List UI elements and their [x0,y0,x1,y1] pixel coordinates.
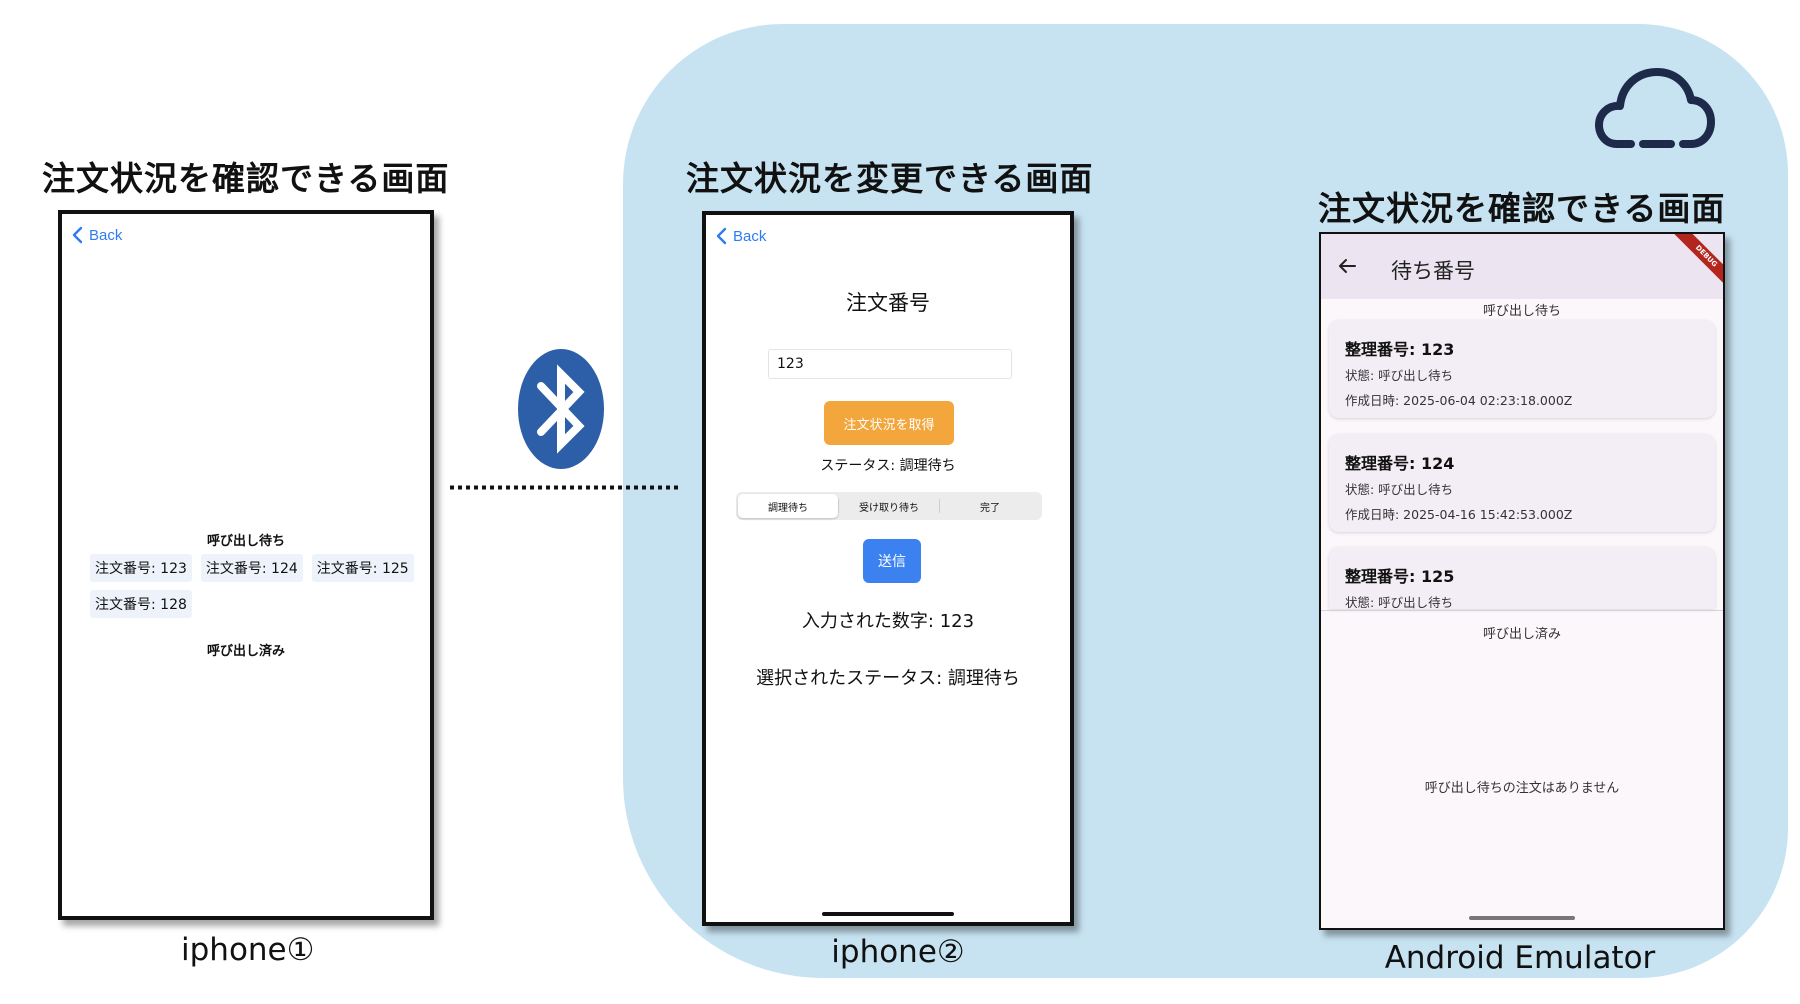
device-label-right: Android Emulator [1384,940,1656,976]
order-number-title: 注文番号 [846,291,930,315]
device-label-left: iphone① [181,932,315,968]
chevron-left-icon [716,227,727,245]
called-heading: 呼び出し済み [206,644,285,659]
iphone1-screen: Back 呼び出し待ち 注文番号: 123 注文番号: 124 注文番号: 12… [58,210,434,920]
chevron-left-icon [72,226,83,244]
ticket-status: 状態: 呼び出し待ち [1345,482,1454,497]
cloud-icon [1595,68,1715,148]
selected-status-text: 選択されたステータス: 調理待ち [756,668,1020,689]
ticket-number: 整理番号: 125 [1345,567,1455,586]
caption-right: 注文状況を確認できる画面 [1318,189,1726,228]
segment-pickup-wait[interactable]: 受け取り待ち [859,502,919,514]
device-label-middle: iphone② [831,934,965,970]
caption-left: 注文状況を確認できる画面 [42,159,450,198]
waiting-heading: 呼び出し待ち [206,534,285,549]
status-text: ステータス: 調理待ち [820,458,956,474]
back-label: Back [733,227,767,245]
ticket-status: 状態: 呼び出し待ち [1345,595,1454,610]
caption-middle: 注文状況を変更できる画面 [686,159,1094,198]
home-indicator[interactable] [822,912,954,916]
section-divider [1321,610,1723,611]
order-chip: 注文番号: 125 [311,554,414,582]
ticket-card[interactable]: 整理番号: 124 状態: 呼び出し待ち 作成日時: 2025-04-16 15… [1329,434,1715,532]
app-bar: 待ち番号 [1321,234,1723,299]
order-number-input[interactable]: 123 [768,349,1012,379]
iphone2-screen: Back 注文番号 123 注文状況を取得 ステータス: 調理待ち 調理待ち 受… [702,211,1074,926]
ticket-number: 整理番号: 123 [1345,340,1455,359]
arrow-left-icon[interactable] [1335,254,1359,278]
connection-line [450,485,680,490]
waiting-section-label: 呼び出し待ち [1482,304,1561,319]
status-segmented-control: 調理待ち 受け取り待ち 完了 [736,492,1042,520]
back-label: Back [89,226,123,244]
order-chip: 注文番号: 124 [200,554,303,582]
back-button[interactable]: Back [72,226,122,244]
android-screen: 待ち番号 DEBUG 呼び出し待ち 整理番号: 123 状態: 呼び出し待ち 作… [1319,232,1725,930]
segment-cooking-wait[interactable]: 調理待ち [738,494,838,518]
ticket-card[interactable]: 整理番号: 123 状態: 呼び出し待ち 作成日時: 2025-06-04 02… [1329,320,1715,418]
send-button[interactable]: 送信 [863,539,921,583]
ticket-created: 作成日時: 2025-04-16 15:42:53.000Z [1345,507,1573,522]
ticket-created: 作成日時: 2025-06-04 02:23:18.000Z [1345,393,1573,408]
bluetooth-icon [518,349,604,469]
called-section-label: 呼び出し済み [1482,627,1561,642]
waiting-order-list: 注文番号: 123 注文番号: 124 注文番号: 125 注文番号: 128 [90,554,420,618]
entered-number-text: 入力された数字: 123 [801,611,975,632]
app-title: 待ち番号 [1391,259,1475,283]
back-button[interactable]: Back [716,227,766,245]
ticket-number: 整理番号: 124 [1345,454,1455,473]
order-chip: 注文番号: 128 [90,590,192,618]
gesture-bar[interactable] [1469,916,1575,920]
ticket-status: 状態: 呼び出し待ち [1345,368,1454,383]
segment-complete[interactable]: 完了 [980,502,1000,514]
empty-message: 呼び出し待ちの注文はありません [1424,781,1620,796]
order-chip: 注文番号: 123 [90,554,192,582]
fetch-status-button[interactable]: 注文状況を取得 [824,401,954,445]
ticket-card[interactable]: 整理番号: 125 状態: 呼び出し待ち [1329,547,1715,610]
